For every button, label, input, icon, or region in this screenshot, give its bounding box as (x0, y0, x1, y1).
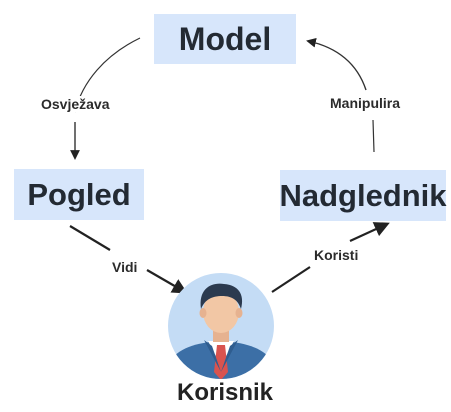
edge-user-to-controller-arrow (349, 222, 390, 242)
edge-user-to-controller (271, 266, 311, 293)
node-user-label: Korisnik (176, 379, 274, 406)
node-model: Model (154, 14, 296, 64)
edge-label-uses: Koristi (312, 247, 361, 263)
edge-view-to-user (69, 225, 111, 251)
node-controller: Nadglednik (279, 170, 447, 221)
node-view: Pogled (14, 169, 144, 220)
edge-view-to-user-arrow (146, 269, 188, 294)
edge-label-sees: Vidi (110, 259, 140, 275)
edge-label-manipulates: Manipulira (328, 95, 403, 111)
edge-label-refreshes: Osvježava (39, 96, 112, 112)
edge-controller-to-model-lower (372, 119, 375, 153)
edge-controller-to-model (306, 37, 367, 91)
